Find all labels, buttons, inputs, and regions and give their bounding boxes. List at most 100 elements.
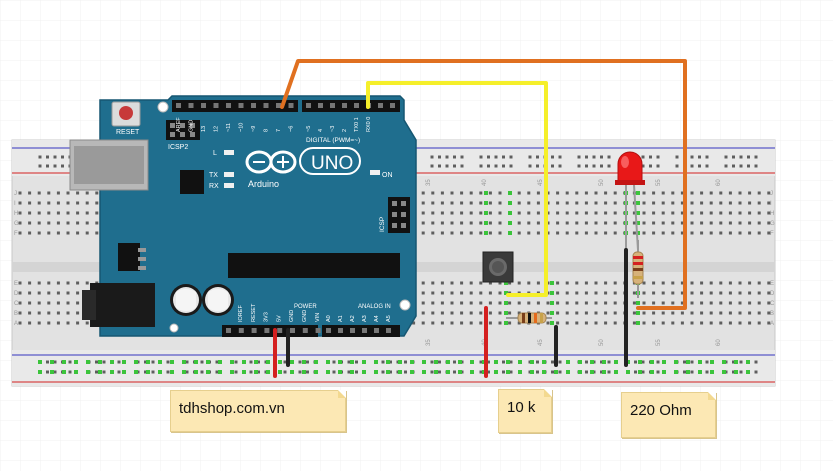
- note-resistor1: 10 k: [498, 389, 552, 433]
- voltage-regulator: [118, 243, 140, 271]
- pin-label: 2: [342, 129, 348, 132]
- pin-label: ~10: [239, 123, 245, 132]
- digital-label: DIGITAL (PWM=~): [306, 137, 360, 144]
- pin-label: 13: [201, 126, 207, 132]
- led-rx-label: RX: [209, 183, 219, 190]
- led-tx-label: TX: [209, 172, 218, 179]
- row-label: J: [14, 191, 17, 197]
- push-button: [482, 251, 514, 283]
- resistor-10k: [506, 312, 552, 324]
- row-label: D: [770, 291, 775, 297]
- row-label: G: [770, 221, 775, 227]
- note-site-text: tdhshop.com.vn: [179, 400, 285, 417]
- pin-label: A2: [350, 315, 356, 322]
- pin-label: 12: [214, 126, 220, 132]
- row-label: C: [770, 301, 775, 307]
- pin-label: A0: [326, 315, 332, 322]
- arduino-logo-icon: [245, 150, 297, 174]
- resistor-220: [632, 240, 644, 298]
- pin-label: A4: [374, 315, 380, 322]
- pin-labels: AREF GND 13 12 ~11 ~10 ~9 8 7 ~6 ~5 4 ~3 2 TX0 1 RX0 0 I…: [176, 117, 392, 322]
- column-label: 50: [599, 339, 605, 346]
- pin-label: AREF: [176, 117, 182, 132]
- pin-label: ~6: [289, 126, 295, 132]
- led-l-label: L: [213, 150, 217, 157]
- row-label: G: [14, 221, 19, 227]
- led-tx: [224, 172, 234, 177]
- row-label: I: [14, 201, 16, 207]
- note-resistor1-text: 10 k: [507, 399, 536, 416]
- pin-label: A3: [362, 315, 368, 322]
- row-label: H: [770, 211, 774, 217]
- analog-label: ANALOG IN: [358, 304, 391, 310]
- column-label: 50: [599, 179, 605, 186]
- pin-label: ~5: [306, 126, 312, 132]
- pin-label: VIN: [315, 313, 321, 322]
- led-rx: [224, 183, 234, 188]
- column-label: 35: [426, 179, 432, 186]
- pin-label: RX0 0: [366, 117, 372, 132]
- note-resistor2: 220 Ohm: [621, 392, 716, 438]
- pin-label: ~9: [251, 126, 257, 132]
- pin-label: 7: [276, 129, 282, 132]
- row-label: F: [14, 231, 18, 237]
- reset-label: RESET: [116, 129, 140, 136]
- note-site: tdhshop.com.vn: [170, 390, 346, 432]
- row-label: D: [14, 291, 19, 297]
- row-label: J: [770, 191, 773, 197]
- on-label: ON: [382, 172, 393, 179]
- pin-label: 8: [264, 129, 270, 132]
- icsp2-label: ICSP2: [168, 144, 188, 151]
- note-resistor2-text: 220 Ohm: [630, 402, 692, 419]
- power-label: POWER: [294, 304, 317, 310]
- model-label: UNO: [311, 153, 353, 174]
- row-label: C: [14, 301, 19, 307]
- arduino-board: AREF GND 13 12 ~11 ~10 ~9 8 7 ~6 ~5 4 ~3 2 TX0 1 RX0 0 I…: [69, 95, 417, 337]
- row-label: E: [14, 281, 18, 287]
- brand-label: Arduino: [248, 179, 279, 189]
- wires: [273, 59, 687, 378]
- pin-label: GND: [302, 310, 308, 322]
- row-label: B: [14, 311, 18, 317]
- led-l: [224, 150, 234, 155]
- column-label: 35: [426, 339, 432, 346]
- row-label: A: [14, 321, 18, 327]
- pin-label: A5: [386, 315, 392, 322]
- row-label: I: [770, 201, 772, 207]
- row-label: B: [770, 311, 774, 317]
- column-label: 45: [538, 339, 544, 346]
- pin-label: TX0 1: [354, 117, 360, 132]
- row-label: E: [770, 281, 774, 287]
- pin-label: 4: [318, 129, 324, 132]
- column-label: 40: [482, 179, 488, 186]
- bottom-power-rail: [12, 350, 775, 386]
- uno-badge: [299, 147, 361, 175]
- icsp-header: [388, 197, 410, 233]
- power-jack: [90, 283, 155, 327]
- icsp-label: ICSP: [379, 217, 386, 232]
- column-label: 60: [716, 339, 722, 346]
- pin-label: 3V3: [264, 312, 270, 322]
- column-label: 55: [656, 339, 662, 346]
- pin-label: ~11: [226, 123, 232, 132]
- wire-yellow: [366, 81, 548, 297]
- column-label: 55: [656, 179, 662, 186]
- reset-button-cap: [119, 106, 133, 120]
- pin-label: RESET: [251, 303, 257, 322]
- column-label: 45: [538, 179, 544, 186]
- pin-label: A1: [338, 315, 344, 322]
- atmega-chip: [228, 253, 400, 278]
- row-label: A: [770, 321, 774, 327]
- row-label: F: [770, 231, 774, 237]
- pin-label: IOREF: [238, 305, 244, 322]
- pin-label: GND: [289, 310, 295, 322]
- usb-chip: [180, 170, 204, 194]
- pin-label: ~3: [330, 126, 336, 132]
- led-on: [370, 170, 380, 175]
- digital-header-right: [302, 100, 400, 112]
- wire-orange: [280, 59, 687, 310]
- pin-label: GND: [189, 120, 195, 132]
- red-led: [615, 151, 645, 251]
